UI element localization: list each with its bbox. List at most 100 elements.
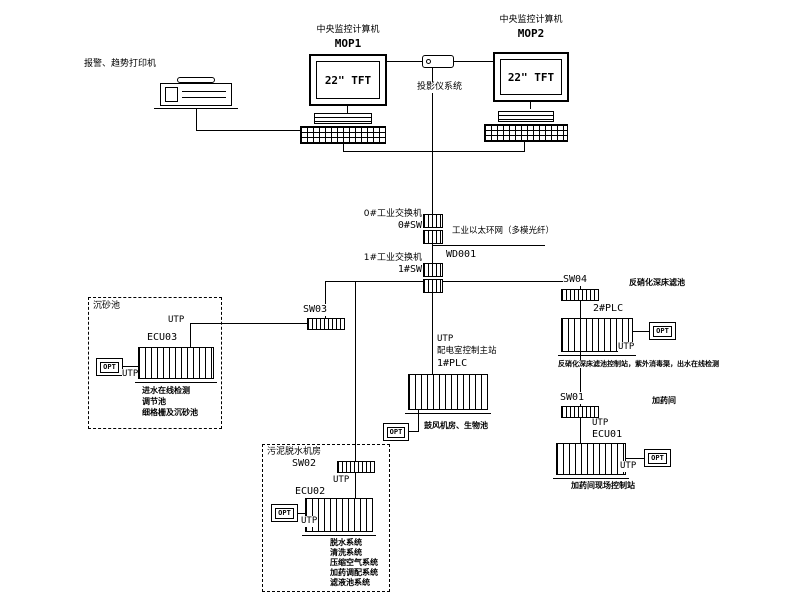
ecu01-utp-top-label: UTP xyxy=(592,418,609,429)
ecu03-caption-3: 细格栅及沉砂池 xyxy=(142,408,198,418)
opt-box-ecu02: OPT xyxy=(271,504,298,522)
keyboard-mop2 xyxy=(484,124,568,142)
cable-printer-vertical xyxy=(196,108,197,131)
switch0-name: 0#SW xyxy=(340,220,422,232)
opt-ecu01-label: OPT xyxy=(648,452,667,464)
ring-label: 工业以太环网（多模光纤） xyxy=(452,226,555,237)
ring-code: WD001 xyxy=(446,249,477,261)
switch0-title: 0#工业交换机 xyxy=(340,209,422,220)
cable-plc1-opt-h xyxy=(409,431,418,432)
ecu02-caption-1: 脱水系统 xyxy=(330,538,362,548)
sw04-area-label: 反硝化深床滤池 xyxy=(629,278,685,288)
cable-sw03-ecu03 xyxy=(190,323,307,324)
ecu03-name: ECU03 xyxy=(147,332,178,344)
cable-ecu03-drop xyxy=(190,324,191,347)
ecu02-utp-side-label: UTP xyxy=(301,516,318,527)
keyboard-mop1 xyxy=(300,126,386,144)
projector-label: 投影仪系统 xyxy=(417,82,463,93)
cable-backbone-lower xyxy=(432,293,433,374)
pc-case-mop2 xyxy=(498,111,554,122)
plc1-name: 1#PLC xyxy=(437,358,468,370)
ecu02-caption-3: 压缩空气系统 xyxy=(330,558,378,568)
cable-backbone-mid xyxy=(432,244,433,263)
rack-plc1 xyxy=(408,374,488,410)
sw03-name: SW03 xyxy=(303,304,328,316)
rack-ecu02 xyxy=(305,498,373,532)
printer-roller-icon xyxy=(177,77,215,83)
mop2-title: 中央监控计算机 xyxy=(490,15,572,26)
sw04-name: SW04 xyxy=(563,274,588,286)
monitor-screen-mop1: 22" TFT xyxy=(316,61,380,99)
monitor-stand-mop1 xyxy=(347,106,348,113)
rack-ecu03 xyxy=(138,347,214,379)
cable-sw02-drop xyxy=(355,282,356,462)
rack-plc1-base-line xyxy=(405,413,491,414)
ring-leader-line xyxy=(433,245,545,246)
monitor-mop2: 22" TFT xyxy=(493,52,569,102)
cable-sw02-ecu02 xyxy=(355,473,356,498)
printer-slot-line xyxy=(182,91,226,92)
rack-ecu03-base-line xyxy=(135,382,217,383)
ecu01-name: ECU01 xyxy=(592,429,623,441)
switch-0sw-unit2-icon xyxy=(423,230,443,244)
rack-plc2-base-line xyxy=(558,355,636,356)
ecu01-caption: 加药间现场控制站 xyxy=(571,481,635,491)
ecu03-caption-1: 进水在线检测 xyxy=(142,386,190,396)
opt-box-ecu03: OPT xyxy=(96,358,123,376)
printer-label: 报警、趋势打印机 xyxy=(84,59,157,70)
zone-box-grit-chamber xyxy=(88,297,222,429)
printer-slot-line2 xyxy=(182,97,226,98)
projector-icon xyxy=(422,55,454,68)
switch-1sw-unit2-icon xyxy=(423,279,443,293)
cable-plc2-opt xyxy=(633,331,649,332)
ecu02-caption-2: 清洗系统 xyxy=(330,548,362,558)
ecu03-caption-2: 调节池 xyxy=(142,397,166,407)
switch-sw04-icon xyxy=(561,289,599,301)
cable-ws2-stub xyxy=(524,142,525,152)
monitor-screen-mop2: 22" TFT xyxy=(500,59,562,95)
plc2-name: 2#PLC xyxy=(593,303,624,315)
opt-ecu03-label: OPT xyxy=(100,361,119,373)
rack-ecu01-base-line xyxy=(553,478,629,479)
ecu03-utp-side-label: UTP xyxy=(122,369,139,380)
sw01-name: SW01 xyxy=(560,392,585,404)
cable-sw01-ecu01 xyxy=(580,418,581,443)
cable-ws1-stub xyxy=(343,144,344,152)
plc1-utp-label: UTP xyxy=(437,334,454,345)
ecu02-caption-5: 滤液池系统 xyxy=(330,578,370,588)
opt-ecu02-label: OPT xyxy=(275,507,294,519)
sw01-area-label: 加药间 xyxy=(652,396,676,406)
zone1-label: 沉砂池 xyxy=(93,301,121,312)
sw02-name: SW02 xyxy=(292,458,317,470)
opt-plc1-label: OPT xyxy=(386,426,406,438)
cable-sw04-drop xyxy=(580,282,581,290)
cable-branch-left xyxy=(325,281,423,282)
switch-1sw-unit1-icon xyxy=(423,263,443,277)
cable-sw03-drop xyxy=(325,282,326,318)
plc2-utp-label: UTP xyxy=(618,342,635,353)
opt-box-plc2: OPT xyxy=(649,322,676,340)
cable-ecu02-opt xyxy=(298,513,305,514)
mop1-title: 中央监控计算机 xyxy=(306,25,390,36)
switch-sw01-icon xyxy=(561,406,599,418)
cable-backbone-upper xyxy=(432,61,433,214)
plc1-caption: 鼓风机房、生物池 xyxy=(424,421,488,431)
cable-plc2-sw01 xyxy=(580,352,581,407)
switch-0sw-unit1-icon xyxy=(423,214,443,228)
opt-box-plc1: OPT xyxy=(383,423,409,441)
mop2-name: MOP2 xyxy=(490,27,572,41)
printer-panel-icon xyxy=(165,87,178,102)
cable-branch-right xyxy=(443,281,581,282)
zone2-label: 污泥脱水机房 xyxy=(267,447,322,458)
plc2-caption: 反硝化深床滤池控制站，紫外消毒渠，出水在线检测 xyxy=(558,360,719,369)
ecu02-caption-4: 加药调配系统 xyxy=(330,568,378,578)
ecu02-name: ECU02 xyxy=(295,486,326,498)
opt-box-ecu01: OPT xyxy=(644,449,671,467)
cable-sw04-plc2 xyxy=(580,301,581,318)
opt-plc2-label: OPT xyxy=(653,325,672,337)
monitor-mop1: 22" TFT xyxy=(309,54,387,106)
mop1-name: MOP1 xyxy=(306,37,390,51)
switch-sw03-icon xyxy=(307,318,345,330)
ecu01-utp-side-label: UTP xyxy=(620,461,637,472)
